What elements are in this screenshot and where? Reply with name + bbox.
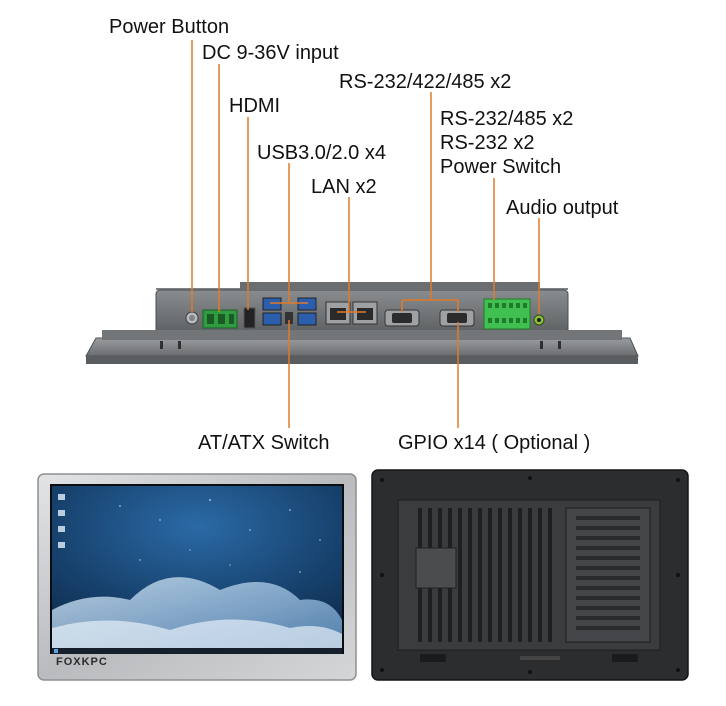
label-dc-input: DC 9-36V input — [202, 42, 339, 64]
label-power-switch: Power Switch — [440, 156, 562, 178]
label-rs232-422-485: RS-232/422/485 x2 — [339, 71, 512, 93]
label-rs232: RS-232 x2 — [440, 132, 535, 154]
side-io-panel — [85, 282, 639, 364]
front-panel — [37, 473, 357, 681]
label-gpio: GPIO x14 ( Optional ) — [398, 432, 591, 454]
label-audio-output: Audio output — [506, 197, 619, 219]
label-lan: LAN x2 — [311, 176, 377, 198]
leader-lines — [191, 40, 540, 428]
label-at-atx-switch: AT/ATX Switch — [198, 432, 330, 454]
label-rs232-485: RS-232/485 x2 — [440, 108, 574, 130]
label-power-button: Power Button — [109, 16, 230, 38]
brand-logo: FOXKPC — [56, 656, 108, 668]
label-usb: USB3.0/2.0 x4 — [257, 142, 386, 164]
label-hdmi: HDMI — [229, 95, 281, 117]
rear-panel — [371, 469, 689, 681]
